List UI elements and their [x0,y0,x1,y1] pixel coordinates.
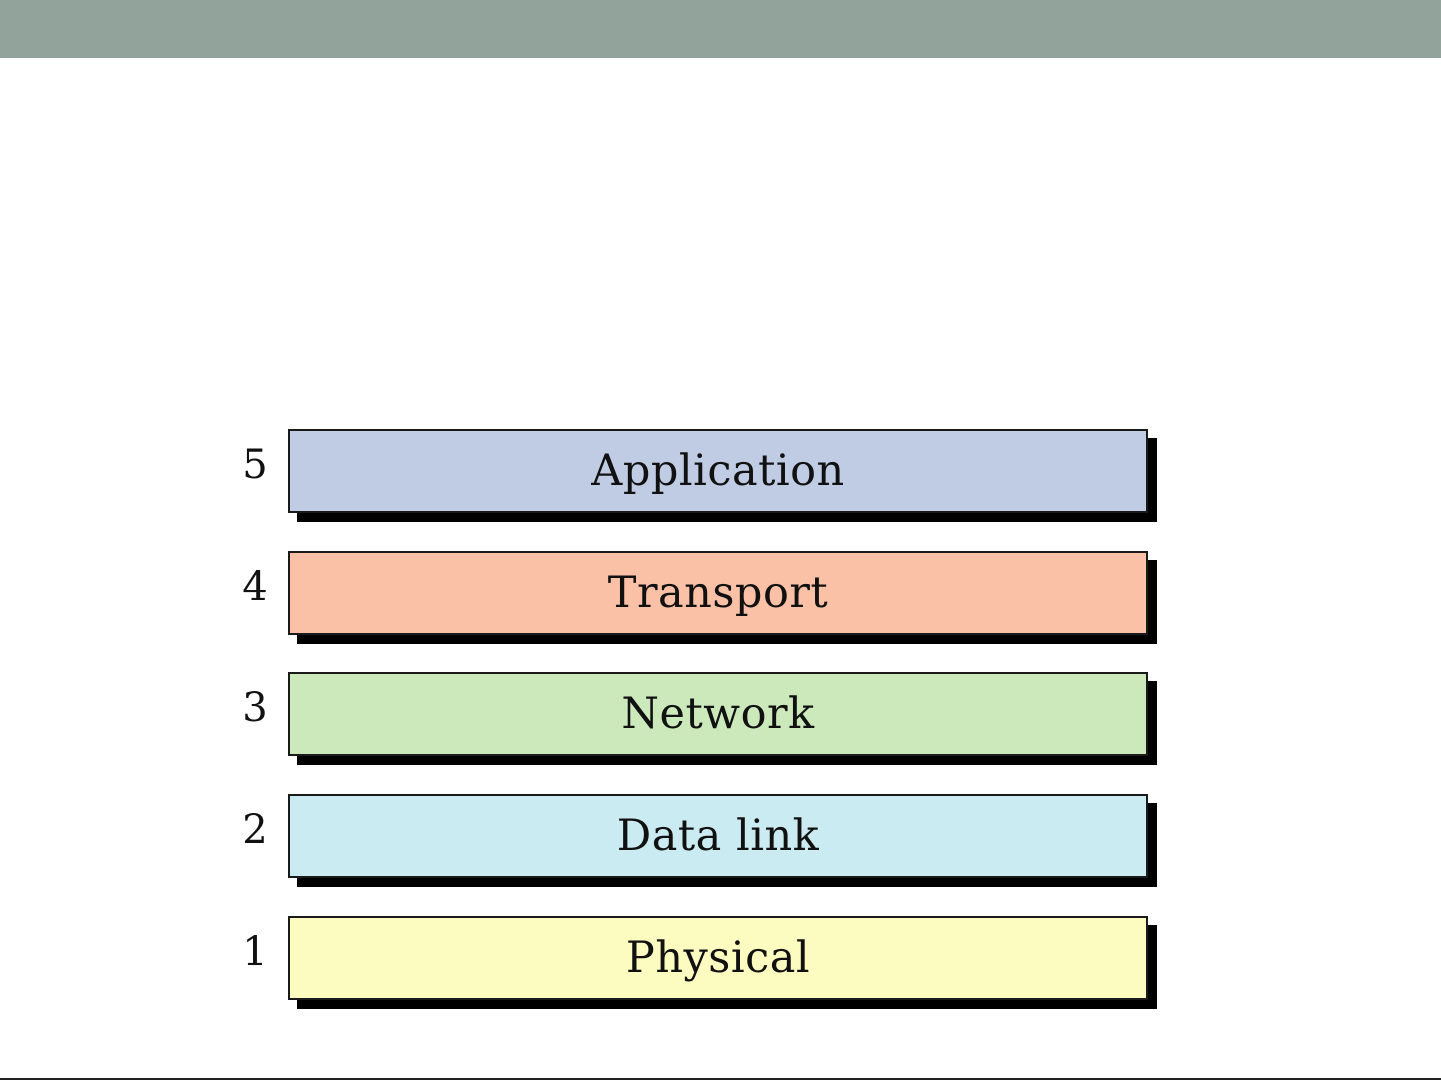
layer-box-network: Network [288,672,1148,756]
layer-row-application: 5 Application [230,420,1170,518]
layer-row-data-link: 2 Data link [230,785,1170,883]
layer-label: Data link [617,811,819,861]
layer-number: 5 [230,440,280,490]
header-bar [0,0,1441,58]
layer-box-data-link: Data link [288,794,1148,878]
bottom-divider [0,1078,1441,1080]
layer-label: Application [591,446,844,496]
layer-row-transport: 4 Transport [230,542,1170,640]
layer-label: Physical [626,933,810,983]
layer-box-application: Application [288,429,1148,513]
layer-box-transport: Transport [288,551,1148,635]
layer-number: 3 [230,683,280,733]
layer-box-physical: Physical [288,916,1148,1000]
layer-row-physical: 1 Physical [230,907,1170,1005]
layer-stack-diagram: 5 Application 4 Transport 3 Network 2 Da… [230,420,1170,1020]
layer-row-network: 3 Network [230,663,1170,761]
layer-label: Network [621,689,814,739]
layer-number: 1 [230,927,280,977]
layer-number: 2 [230,805,280,855]
layer-number: 4 [230,562,280,612]
layer-label: Transport [608,568,828,618]
